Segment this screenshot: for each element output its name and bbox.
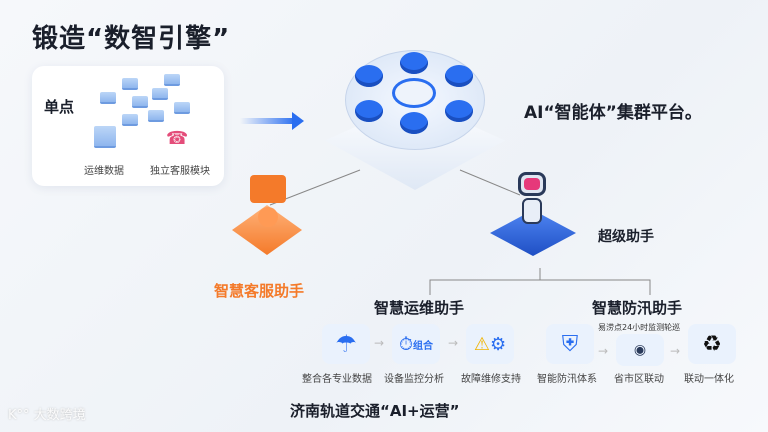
platform-graphic xyxy=(320,40,510,190)
customer-service-label: 智慧客服助手 xyxy=(214,282,305,300)
combo-text: 组合 xyxy=(413,340,434,352)
robot-arm-warning-icon: ⚠⚙ xyxy=(466,324,514,364)
flood-note: 易涝点24小时监测轮巡 xyxy=(598,323,681,332)
flood-step-label: 智能防汛体系 xyxy=(537,374,597,385)
page-title: 锻造“数智引擎” xyxy=(32,24,231,54)
ops-step-label: 整合各专业数据 xyxy=(302,374,372,385)
ops-step-label: 故障维修支持 xyxy=(461,374,521,385)
footer-title: 济南轨道交通“AI+运营” xyxy=(290,402,460,420)
umbrella-icon: ☂ xyxy=(322,324,370,364)
customer-service-icon xyxy=(222,175,312,265)
item-label: 运维数据 xyxy=(84,166,124,177)
robot-icon xyxy=(488,170,578,260)
camera-network-icon: ◉ xyxy=(616,334,664,366)
ops-assistant-title: 智慧运维助手 xyxy=(374,299,465,317)
single-point-label: 单点 xyxy=(44,98,75,116)
watermark: K°° 大数跨境 xyxy=(8,408,86,423)
ops-step-label: 设备监控分析 xyxy=(384,374,444,385)
arrow-right-icon xyxy=(240,118,296,124)
recycle-icon: ♻ xyxy=(688,324,736,364)
flood-assistant-title: 智慧防汛助手 xyxy=(592,299,683,317)
platform-label: AI“智能体”集群平台。 xyxy=(524,103,702,123)
flood-step-label: 联动一体化 xyxy=(684,374,734,385)
super-assistant-label: 超级助手 xyxy=(598,229,654,245)
item-label: 独立客服模块 xyxy=(150,166,210,177)
shield-icon: ⛨ xyxy=(546,324,594,364)
flood-step-label: 省市区联动 xyxy=(614,374,664,385)
clock-gear-icon: ⏱组合 xyxy=(392,324,440,364)
single-point-card: 单点 ☎ 运维数据 独立客服模块 xyxy=(32,66,224,186)
phone-icon: ☎ xyxy=(166,128,189,149)
